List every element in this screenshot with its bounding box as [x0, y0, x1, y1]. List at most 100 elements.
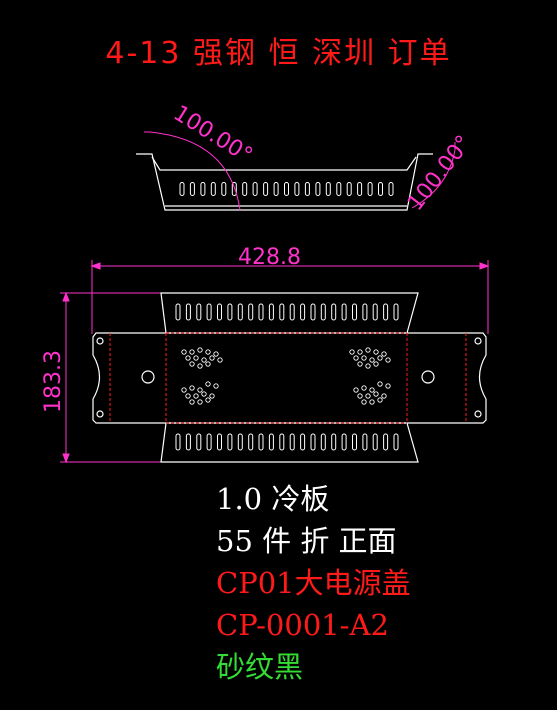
vent-hole	[189, 361, 195, 367]
vent-hole	[185, 393, 191, 399]
bottom-flange-slot	[227, 433, 233, 451]
vent-hole	[185, 355, 191, 361]
width-arrow-right	[479, 262, 490, 270]
profile-slot	[284, 182, 289, 196]
vent-hole	[209, 355, 215, 361]
profile-slot	[189, 182, 195, 196]
bottom-flange-slot	[393, 433, 399, 451]
top-flange-slot	[185, 303, 191, 321]
bottom-flange-slot	[237, 433, 243, 451]
top-flange-slot	[320, 303, 326, 321]
angle-dimensions	[144, 131, 456, 211]
top-flange-slot	[383, 303, 389, 321]
profile-outline	[136, 153, 433, 211]
vent-hole	[361, 355, 367, 361]
width-label: 428.8	[238, 245, 301, 270]
vent-hole	[197, 387, 203, 393]
top-flange-slot	[310, 303, 316, 321]
drawing-notes: 1.0 冷板 55 件 折 正面 CP01大电源盖 CP-0001-A2 砂纹黑	[216, 478, 411, 688]
profile-slot	[179, 182, 185, 196]
top-flange-slot	[175, 303, 181, 321]
vent-hole	[205, 361, 211, 367]
bottom-flange-slot	[310, 433, 316, 451]
profile-slot	[315, 182, 321, 196]
profile-slot	[367, 182, 373, 196]
profile-slot	[346, 182, 352, 196]
bottom-flange-slot	[372, 433, 378, 451]
top-flange-slot	[362, 303, 368, 321]
top-flange-slot	[331, 303, 337, 321]
vent-hole	[369, 357, 375, 363]
profile-inner-outline	[151, 156, 417, 171]
bottom-flange-slot	[352, 433, 357, 451]
top-flange-slot	[279, 303, 285, 321]
top-flange-slot	[372, 303, 378, 321]
height-arrow-top	[62, 291, 70, 302]
bottom-flange-slot	[185, 433, 191, 451]
top-flange-slot	[248, 303, 254, 321]
vent-hole	[385, 383, 391, 389]
vent-hole	[205, 397, 211, 403]
vent-hole	[365, 363, 371, 369]
note-part-name: CP01大电源盖	[216, 566, 411, 600]
vent-hole	[193, 393, 199, 399]
top-flange-slot	[341, 303, 347, 321]
vent-hole	[369, 399, 375, 405]
left-small-hole-bottom	[96, 410, 104, 418]
profile-slot	[336, 182, 342, 196]
bottom-flange-slot	[217, 433, 222, 451]
vent-hole	[377, 381, 383, 387]
height-arrow-bottom	[62, 453, 70, 464]
vent-hole	[373, 349, 379, 355]
side-profile-view	[136, 153, 433, 211]
vent-hole	[193, 355, 199, 361]
bottom-flange-slot	[206, 433, 212, 451]
vent-hole	[381, 351, 387, 357]
vent-hole	[361, 385, 367, 391]
profile-slot	[325, 182, 331, 196]
width-dimension	[90, 260, 490, 334]
right-small-hole-top	[474, 337, 482, 345]
note-finish: 砂纹黑	[216, 650, 304, 684]
top-flange-slot	[217, 303, 222, 321]
vent-hole	[357, 361, 363, 367]
vent-hole	[369, 387, 375, 393]
vent-hole	[373, 361, 379, 367]
bottom-flange-slot	[320, 433, 326, 451]
vent-hole	[385, 357, 391, 363]
top-flange-slot	[393, 303, 399, 321]
profile-slot	[231, 182, 237, 196]
top-flange-slot	[300, 303, 306, 321]
profile-slot	[252, 182, 258, 196]
profile-slot	[388, 182, 394, 196]
vent-hole	[189, 385, 195, 391]
profile-slot	[304, 182, 310, 196]
left-angle-label: 100.00°	[169, 101, 257, 169]
vent-hole	[189, 399, 195, 405]
vent-hole	[197, 399, 203, 405]
center-panel	[92, 332, 487, 424]
vent-hole	[217, 357, 223, 363]
vent-hole	[381, 393, 387, 399]
bottom-flange-slot	[248, 433, 254, 451]
drawing-title: 4-13 强钢 恒 深圳 订单	[105, 36, 452, 71]
profile-slot	[273, 182, 279, 196]
bottom-flange-slot	[300, 433, 306, 451]
note-material: 1.0 冷板	[216, 482, 330, 516]
vent-hole	[197, 363, 203, 369]
top-flange-slot	[352, 303, 357, 321]
profile-slot	[263, 182, 269, 196]
vent-hole	[201, 391, 207, 397]
width-arrow-left	[90, 262, 101, 270]
top-flange-slot	[237, 303, 243, 321]
flat-pattern	[92, 292, 487, 463]
left-small-hole-top	[96, 337, 104, 345]
bottom-flange-slot	[362, 433, 368, 451]
bottom-flange-slot	[258, 433, 264, 451]
vent-hole	[353, 355, 359, 361]
height-label: 183.3	[41, 350, 66, 413]
vent-hole	[205, 381, 211, 387]
profile-slots	[179, 182, 394, 196]
vent-holes	[181, 347, 391, 405]
